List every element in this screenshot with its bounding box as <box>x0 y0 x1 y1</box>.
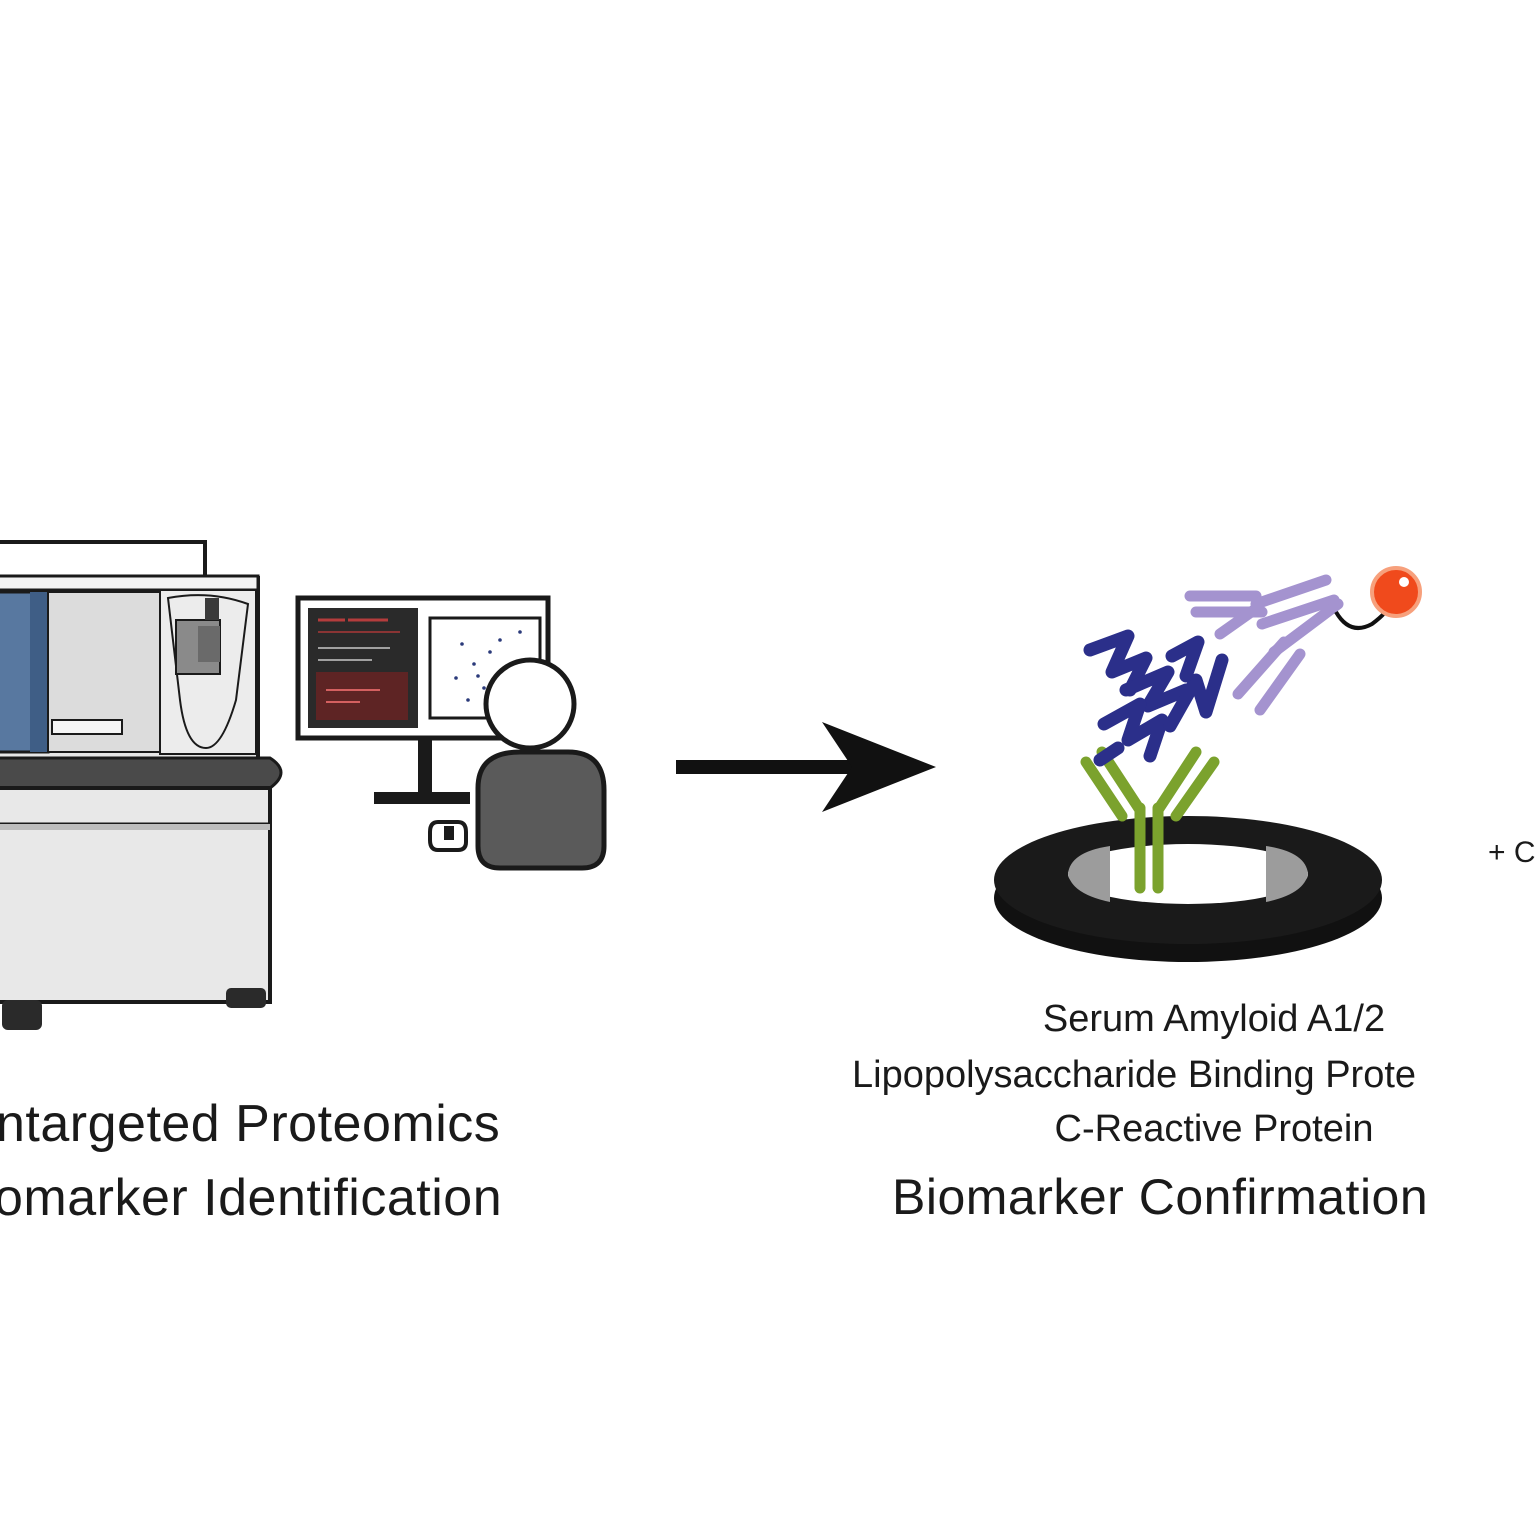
protein-label-1: Serum Amyloid A1/2 <box>1042 998 1386 1040</box>
left-caption-line-1: ntargeted Proteomics <box>0 1095 501 1153</box>
protein-label-3: C-Reactive Protein <box>1054 1108 1374 1150</box>
protein-label-2: Lipopolysaccharide Binding Prote <box>852 1054 1417 1096</box>
arrow-right-icon <box>676 722 936 812</box>
label-tag-icon <box>1334 566 1422 630</box>
left-caption-line-2: omarker Identification <box>0 1169 503 1227</box>
antigen-icon <box>1083 629 1229 767</box>
person-icon <box>475 657 607 871</box>
assay-well-icon <box>994 816 1382 962</box>
right-caption: Biomarker Confirmation <box>892 1169 1429 1225</box>
computer-mouse-icon <box>428 820 468 852</box>
cut-off-text: + C <box>1488 836 1536 869</box>
detection-antibody-icon <box>1184 574 1344 716</box>
mass-spectrometer-icon <box>0 540 283 1030</box>
